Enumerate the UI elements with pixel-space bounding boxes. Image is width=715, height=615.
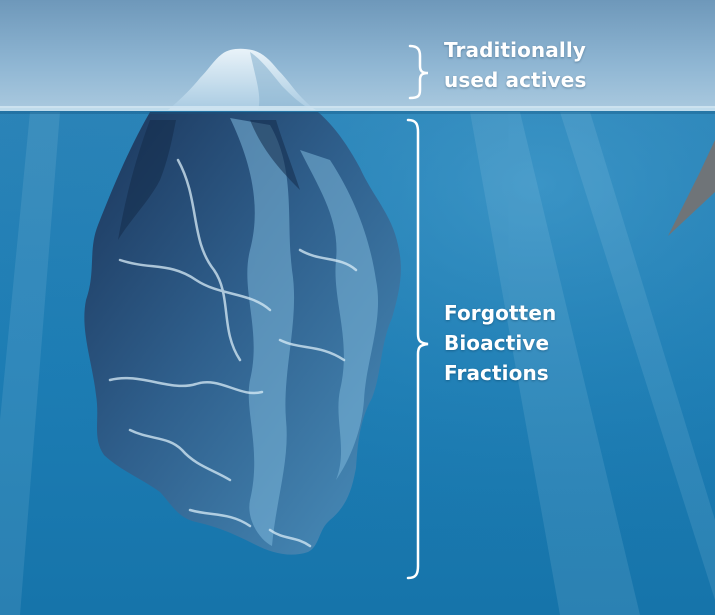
above-water-label: Traditionally used actives — [444, 35, 586, 95]
above-water-label-line: used actives — [444, 68, 587, 92]
iceberg-submerged — [84, 112, 401, 555]
pointer-triangle — [668, 140, 715, 236]
iceberg-tip-shade — [250, 52, 312, 110]
below-water-label-line: Bioactive — [444, 331, 550, 355]
ice-dark-shadows — [118, 120, 300, 240]
ice-highlights — [108, 158, 358, 548]
small-bracket — [408, 44, 429, 100]
below-water-label-line: Forgotten — [444, 301, 557, 325]
below-water-label-line: Fractions — [444, 361, 549, 385]
below-water-label: Forgotten Bioactive Fractions — [444, 298, 556, 388]
sky — [0, 0, 715, 108]
waterline-shadow — [0, 111, 715, 114]
above-water-label-line: Traditionally — [444, 38, 586, 62]
waterline — [0, 106, 715, 111]
ice-facets — [230, 118, 379, 546]
light-rays — [0, 112, 715, 615]
tall-bracket — [406, 118, 429, 580]
